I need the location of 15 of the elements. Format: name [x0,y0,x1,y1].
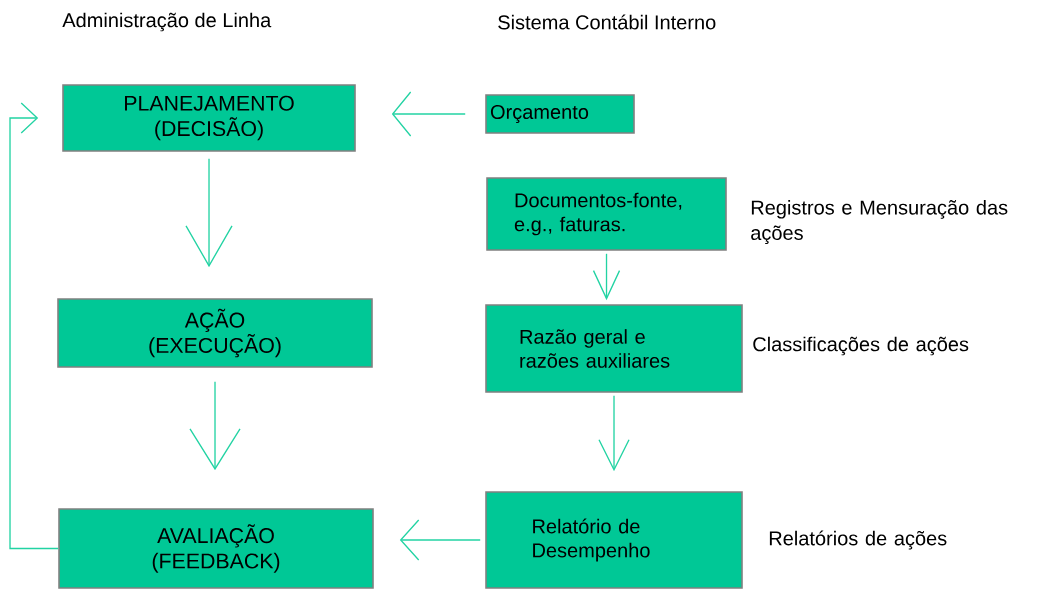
process-box: AÇÃO (EXECUÇÃO) [57,298,373,368]
process-box: Relatório de Desempenho [485,491,743,589]
process-box: Documentos-fonte, e.g., faturas. [486,177,727,251]
process-box: AVALIAÇÃO (FEEDBACK) [58,508,374,589]
process-box: Razão geral e razões auxiliares [485,304,743,393]
process-box: Orçamento [485,94,635,134]
process-box: PLANEJAMENTO (DECISÃO) [62,84,356,152]
column-heading: Sistema Contábil Interno [498,14,716,30]
side-note: Registros e Mensuração das ações [751,199,1008,245]
column-heading: Administração de Linha [62,12,272,32]
arrow [185,158,233,268]
side-note: Classificações de ações [753,336,969,356]
side-note: Relatórios de ações [769,530,947,550]
arrow [598,395,630,472]
arrow [9,102,59,550]
